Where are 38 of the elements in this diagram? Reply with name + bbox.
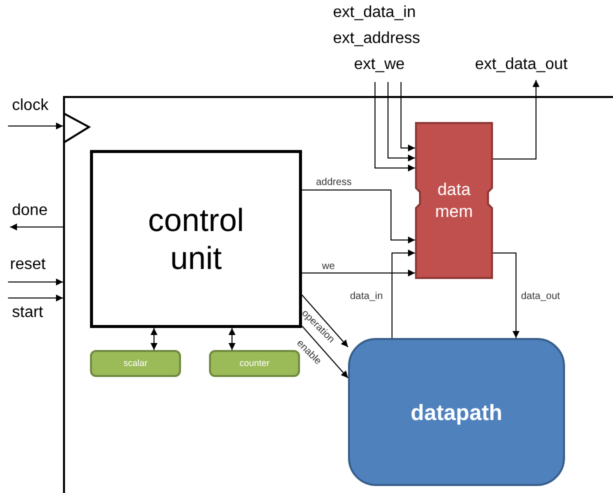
node-label: scalar: [123, 356, 148, 370]
signal-label: ext_address: [333, 30, 420, 48]
connector-arrow: [302, 326, 348, 378]
register-box: [90, 350, 181, 377]
connector-arrow: [8, 278, 64, 286]
signal-label: reset: [10, 256, 46, 274]
connector-arrow: [8, 122, 64, 130]
connector-arrow: [492, 252, 520, 338]
connector-arrow: [8, 294, 64, 302]
connector-arrow: [492, 80, 540, 160]
connector-arrow: [400, 82, 416, 152]
signal-label: ext_data_out: [475, 56, 568, 74]
signal-label: data_in: [350, 291, 383, 302]
signal-label: ext_we: [354, 56, 405, 74]
connector-arrow: [374, 82, 416, 172]
connector-arrow: [302, 294, 348, 348]
connector-arrow: [302, 270, 416, 276]
connector-arrow: [392, 250, 416, 338]
memory-block: [415, 122, 493, 279]
datapath-box: [348, 338, 565, 486]
signal-label: start: [12, 304, 44, 322]
signal-label: data_out: [521, 291, 560, 302]
node-label: counter: [239, 356, 270, 370]
node-label: control unit: [146, 201, 246, 277]
signal-label: address: [316, 177, 352, 188]
connector-arrow: [388, 82, 416, 162]
connector-arrow: [302, 190, 416, 244]
node-label: data mem: [434, 178, 474, 222]
control-unit-box: [90, 150, 302, 328]
connector-arrow: [10, 224, 64, 230]
module-outline: [63, 96, 613, 493]
connector-arrow: [150, 328, 158, 350]
signal-label: done: [12, 202, 48, 220]
signal-label: we: [322, 261, 335, 272]
signal-label: clock: [12, 97, 48, 115]
signal-label: ext_data_in: [333, 4, 416, 22]
node-label: datapath: [410, 398, 502, 427]
connector-arrow: [228, 328, 236, 350]
